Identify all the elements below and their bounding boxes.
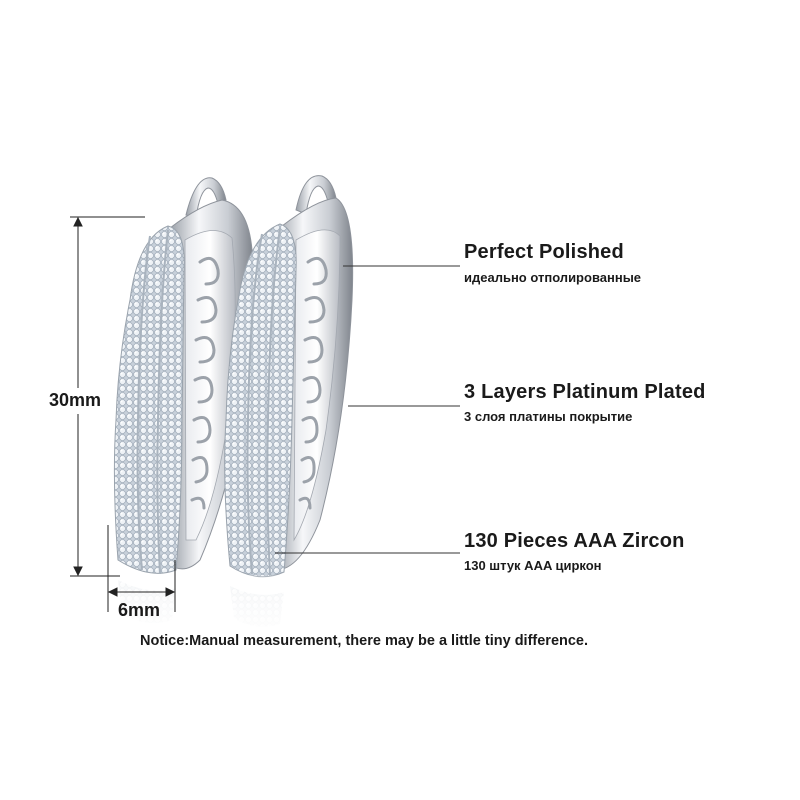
feature-title: 3 Layers Platinum Plated bbox=[464, 381, 706, 403]
height-label: 30mm bbox=[49, 390, 102, 410]
measurement-notice: Notice:Manual measurement, there may be … bbox=[140, 633, 589, 649]
callout-lines bbox=[275, 265, 460, 554]
left-earring bbox=[113, 177, 254, 575]
feature-subtitle: идеально отполированные bbox=[464, 270, 642, 285]
width-label: 6mm bbox=[118, 600, 161, 620]
feature-title: Perfect Polished bbox=[464, 241, 624, 263]
width-dimension bbox=[107, 525, 176, 612]
feature-subtitle: 130 штук AAA циркон bbox=[464, 558, 602, 573]
height-dimension bbox=[70, 216, 145, 577]
right-earring bbox=[224, 175, 354, 578]
feature-title: 130 Pieces AAA Zircon bbox=[464, 530, 685, 552]
feature-subtitle: 3 слоя платины покрытие bbox=[464, 409, 633, 424]
reflection bbox=[100, 575, 380, 635]
